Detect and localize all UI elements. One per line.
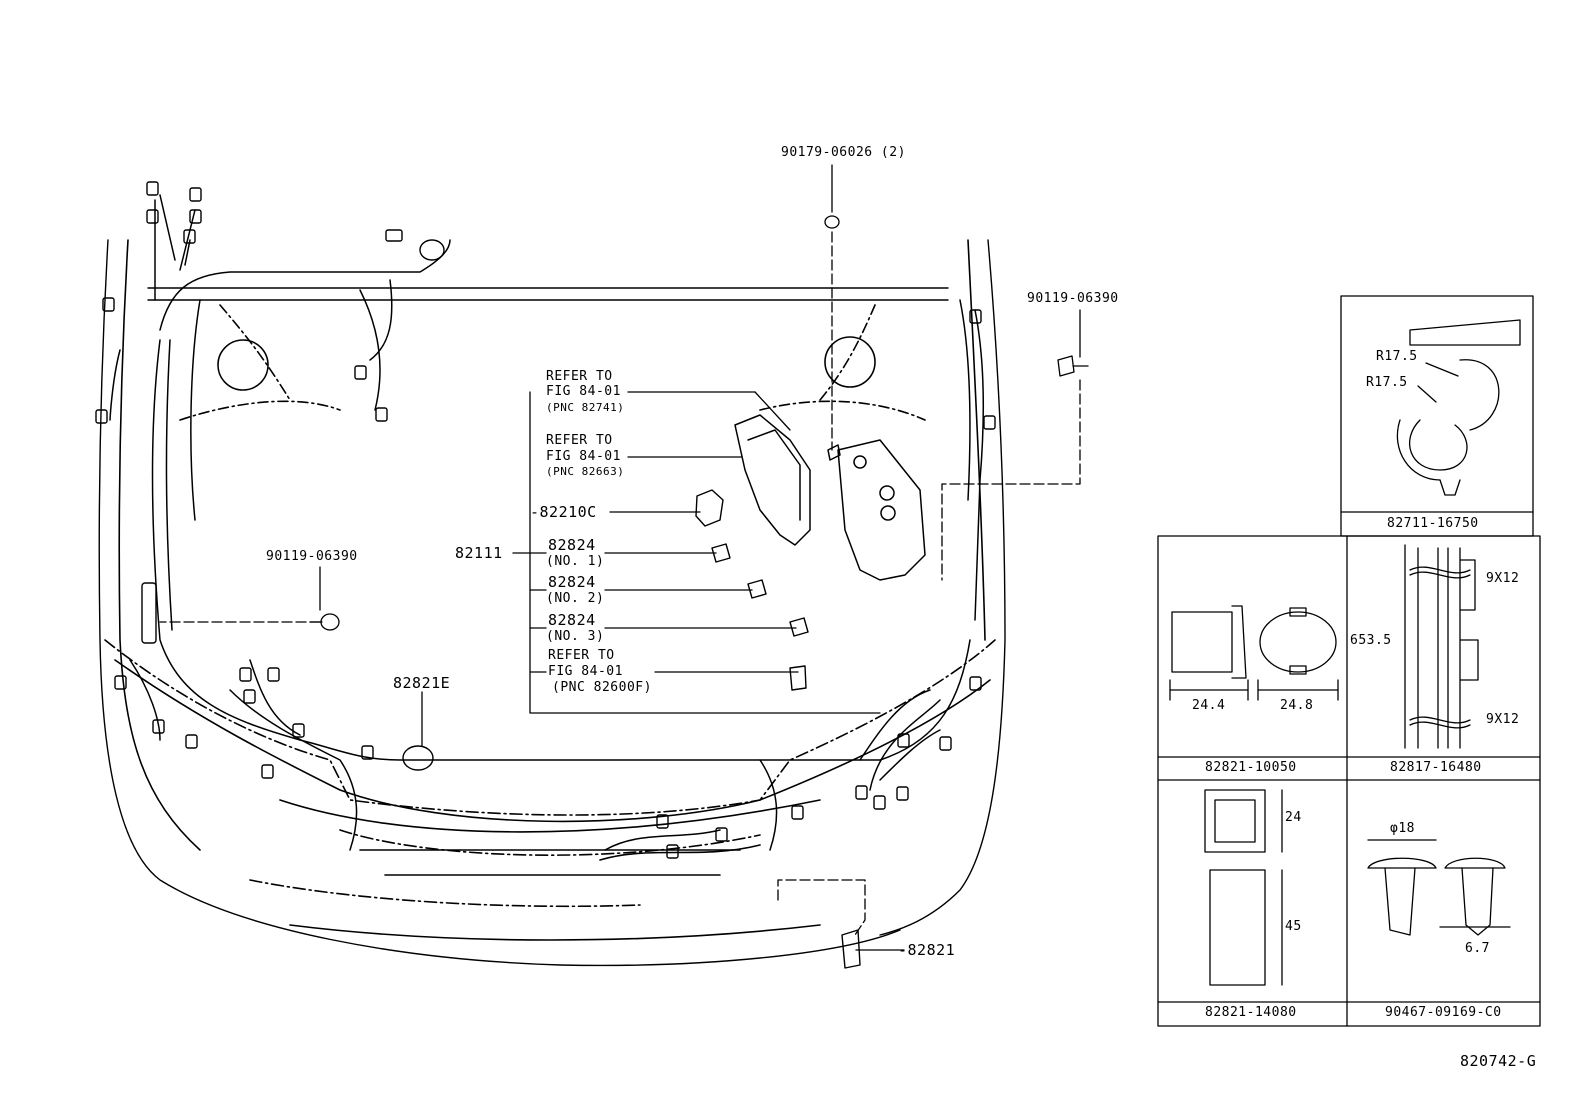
clamp-82711-drawing — [1396, 319, 1521, 496]
harness-connectors — [95, 181, 996, 859]
callout-82821: -82821 — [898, 941, 956, 959]
detail-boxes — [1157, 295, 1541, 1027]
refer-2-line-2: FIG 84-01 — [546, 449, 621, 464]
callout-screw-right: 90119-06390 — [1027, 291, 1119, 306]
n2-sub: (NO. 2) — [546, 591, 605, 606]
refer-1-line-2: FIG 84-01 — [546, 384, 621, 399]
dim-9x12-b: 9X12 — [1486, 712, 1520, 727]
part-82817-16480: 82817-16480 — [1390, 760, 1482, 775]
dim-24-4: 24.4 — [1192, 698, 1226, 713]
n3-part: 82824 — [548, 611, 596, 629]
refer-2-line-1: REFER TO — [546, 433, 613, 448]
car-body-outline — [98, 239, 1006, 967]
junction-block — [734, 414, 926, 581]
callout-82821e: 82821E — [393, 674, 451, 692]
dim-phi-18: φ18 — [1390, 821, 1415, 836]
callout-screw-left: 90119-06390 — [266, 549, 358, 564]
refer-3-line-2: FIG 84-01 — [548, 664, 623, 679]
small-parts — [402, 489, 861, 969]
dim-45: 45 — [1285, 919, 1302, 934]
dim-24-8: 24.8 — [1280, 698, 1314, 713]
callout-bolt-top: 90179-06026 (2) — [781, 145, 906, 160]
part-82821-10050: 82821-10050 — [1205, 760, 1297, 775]
callout-82210c: -82210C — [530, 503, 597, 521]
refer-1-line-3: (PNC 82741) — [546, 401, 625, 414]
refer-3-line-3: (PNC 82600F) — [552, 680, 652, 695]
n1-sub: (NO. 1) — [546, 554, 605, 569]
refer-1-line-1: REFER TO — [546, 369, 613, 384]
dim-r17-5-b: R17.5 — [1366, 375, 1408, 390]
clip-90467-drawing — [1367, 839, 1511, 936]
protector-82817-drawing — [1404, 544, 1479, 749]
wire-harness-82111 — [109, 194, 985, 851]
part-82821-14080: 82821-14080 — [1205, 1005, 1297, 1020]
refer-2-line-3: (PNC 82663) — [546, 465, 625, 478]
connector-82821-10050-drawing — [1169, 605, 1339, 701]
dim-6-7: 6.7 — [1465, 941, 1490, 956]
part-82711-16750: 82711-16750 — [1387, 516, 1479, 531]
callout-harness-82111: 82111 — [455, 544, 503, 562]
dim-24: 24 — [1285, 810, 1302, 825]
n3-sub: (NO. 3) — [546, 629, 605, 644]
figure-code: 820742-G — [1460, 1052, 1537, 1070]
n1-part: 82824 — [548, 536, 596, 554]
dim-653-5: 653.5 — [1350, 633, 1392, 648]
dim-9x12-a: 9X12 — [1486, 571, 1520, 586]
part-90467-09169-c0: 90467-09169-C0 — [1385, 1005, 1502, 1020]
connector-82821-14080-drawing — [1204, 789, 1283, 986]
refer-3-line-1: REFER TO — [548, 648, 615, 663]
dim-r17-5-a: R17.5 — [1376, 349, 1418, 364]
leader-lines — [159, 164, 1089, 951]
n2-part: 82824 — [548, 573, 596, 591]
